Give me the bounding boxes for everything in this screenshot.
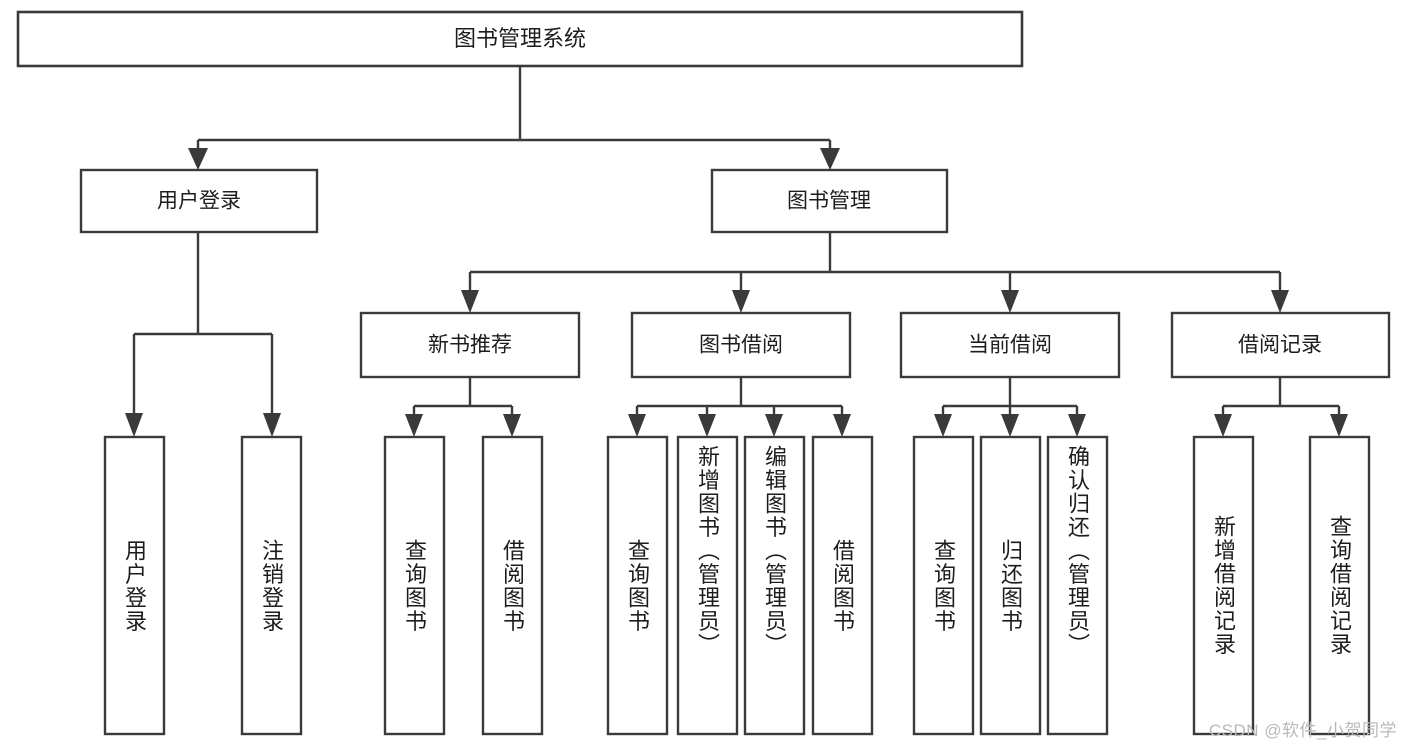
arrow-head-current-borrow bbox=[1001, 290, 1019, 313]
node-book-borrow[interactable]: 图书借阅 bbox=[630, 311, 852, 379]
node-current-borrow-label: 当前借阅 bbox=[968, 334, 1052, 357]
arrow-head-leaf-recommend-borrow-book bbox=[503, 414, 521, 437]
arrow-head-leaf-recommend-query-book bbox=[405, 414, 423, 437]
node-borrow-record-label: 借阅记录 bbox=[1238, 334, 1322, 357]
leaf-recommend-borrow-book-box[interactable] bbox=[481, 435, 544, 736]
node-book-management-box[interactable] bbox=[710, 168, 949, 234]
arrow-head-leaf-user-logout bbox=[263, 413, 281, 437]
node-user-login-box[interactable] bbox=[79, 168, 319, 234]
node-book-borrow-box[interactable] bbox=[630, 311, 852, 379]
arrow-head-leaf-record-add-record bbox=[1214, 414, 1232, 437]
node-user-login[interactable]: 用户登录 bbox=[79, 168, 319, 234]
node-root-box[interactable] bbox=[16, 10, 1024, 68]
leaf-user-logout-box[interactable] bbox=[240, 435, 303, 736]
node-current-borrow[interactable]: 当前借阅 bbox=[899, 311, 1121, 379]
node-new-book-recommend-box[interactable] bbox=[359, 311, 581, 379]
arrow-head-leaf-current-confirm-return bbox=[1068, 414, 1086, 437]
leaf-current-confirm-return-box[interactable] bbox=[1046, 435, 1109, 736]
connector-group-current-borrow bbox=[934, 377, 1086, 437]
connector-group-borrow-record bbox=[1214, 377, 1348, 437]
leaf-borrow-query-book-box[interactable] bbox=[606, 435, 669, 736]
arrow-head-borrow-record bbox=[1271, 290, 1289, 313]
arrow-head-leaf-current-return-book bbox=[1001, 414, 1019, 437]
node-borrow-record[interactable]: 借阅记录 bbox=[1170, 311, 1391, 379]
arrow-head-leaf-borrow-query-book bbox=[628, 414, 646, 437]
arrow-head-leaf-user-login bbox=[125, 413, 143, 437]
leaf-boxes-group bbox=[103, 435, 1371, 736]
node-current-borrow-box[interactable] bbox=[899, 311, 1121, 379]
leaf-current-return-book-box[interactable] bbox=[979, 435, 1042, 736]
node-borrow-record-box[interactable] bbox=[1170, 311, 1391, 379]
arrow-head-user-login bbox=[188, 148, 208, 170]
node-new-book-recommend-label: 新书推荐 bbox=[428, 334, 512, 357]
arrow-head-leaf-borrow-borrow-book bbox=[833, 414, 851, 437]
arrow-head-book-management bbox=[820, 148, 840, 170]
csdn-watermark: CSDN @软件_小贺同学 bbox=[1208, 721, 1397, 740]
connector-group-book-borrow bbox=[628, 377, 851, 437]
node-book-management-label: 图书管理 bbox=[787, 190, 871, 213]
leaf-recommend-query-book-box[interactable] bbox=[383, 435, 446, 736]
arrow-head-leaf-borrow-edit-book bbox=[765, 414, 783, 437]
connector-group-new-book-recommend bbox=[405, 377, 521, 437]
leaf-borrow-add-book-box[interactable] bbox=[676, 435, 739, 736]
node-root-label: 图书管理系统 bbox=[454, 26, 586, 51]
node-root[interactable]: 图书管理系统 bbox=[16, 10, 1024, 68]
arrow-head-leaf-current-query-book bbox=[934, 414, 952, 437]
leaf-borrow-edit-book-box[interactable] bbox=[743, 435, 806, 736]
arrow-head-book-borrow bbox=[732, 290, 750, 313]
leaf-record-add-record-box[interactable] bbox=[1192, 435, 1255, 736]
arrow-head-new-book-recommend bbox=[461, 290, 479, 313]
node-user-login-label: 用户登录 bbox=[157, 190, 241, 213]
node-book-management[interactable]: 图书管理 bbox=[710, 168, 949, 234]
connector-group-root bbox=[188, 66, 840, 170]
arrow-head-leaf-record-query-record bbox=[1330, 414, 1348, 437]
connector-group-user-login bbox=[125, 232, 281, 437]
leaf-borrow-borrow-book-box[interactable] bbox=[811, 435, 874, 736]
connector-group-book-management bbox=[461, 232, 1289, 313]
leaf-current-query-book-box[interactable] bbox=[912, 435, 975, 736]
node-new-book-recommend[interactable]: 新书推荐 bbox=[359, 311, 581, 379]
node-book-borrow-label: 图书借阅 bbox=[699, 334, 783, 357]
leaf-record-query-record-box[interactable] bbox=[1308, 435, 1371, 736]
arrow-head-leaf-borrow-add-book bbox=[698, 414, 716, 437]
leaf-user-login-box[interactable] bbox=[103, 435, 166, 736]
